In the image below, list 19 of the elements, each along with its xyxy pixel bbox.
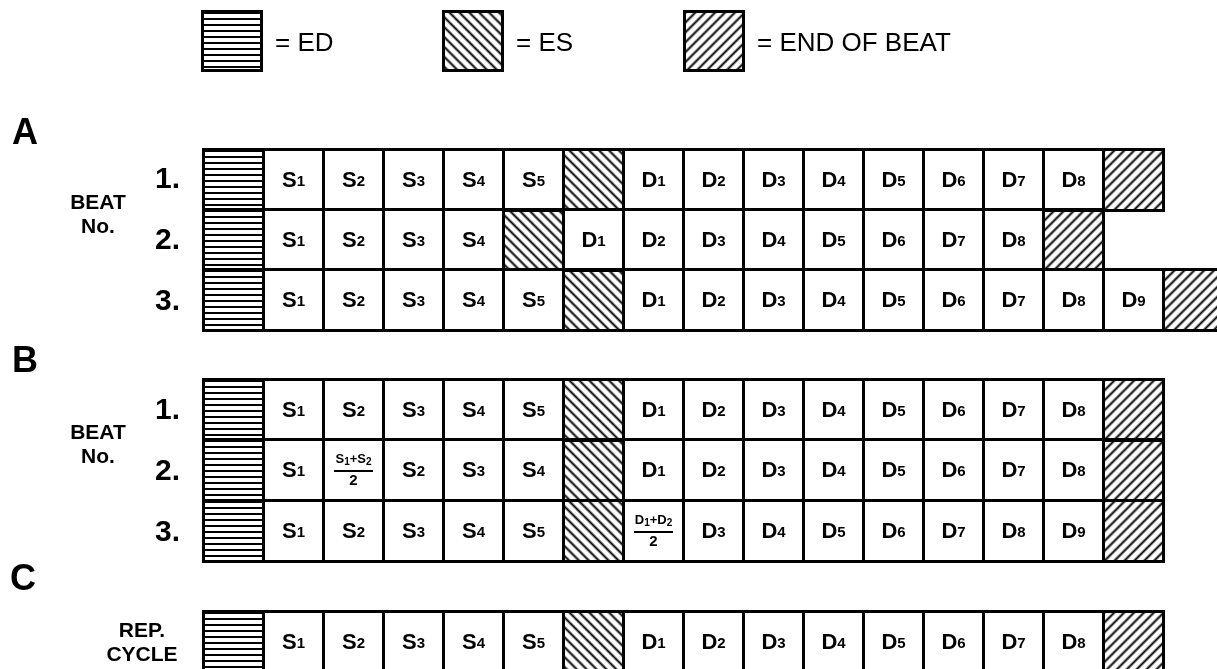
- fraction-numerator: D$_{1}$+D$_{2}$: [633, 513, 674, 533]
- fraction-denominator: 2: [349, 472, 358, 488]
- row-number: 1.: [155, 163, 181, 193]
- panel-letter: C: [10, 560, 36, 596]
- legend-text: = ES: [516, 27, 574, 57]
- legend-text: = ED: [275, 27, 334, 57]
- row-number: 2.: [155, 224, 181, 254]
- row-number: 2.: [155, 455, 181, 485]
- row-axis-label: BEAT No.: [69, 190, 127, 238]
- fraction-numerator: S$_{1}$+S$_{2}$: [334, 452, 373, 472]
- row-number: 3.: [155, 285, 181, 315]
- legend-text: = END OF BEAT: [757, 27, 951, 57]
- row-axis-label: REP. CYCLE: [105, 618, 179, 666]
- row-number: 1.: [155, 394, 181, 424]
- row-number: 3.: [155, 516, 181, 546]
- panel-letter: A: [12, 114, 38, 150]
- row-axis-label: BEAT No.: [69, 420, 127, 468]
- fraction-denominator: 2: [649, 533, 658, 549]
- panel-letter: B: [12, 342, 38, 378]
